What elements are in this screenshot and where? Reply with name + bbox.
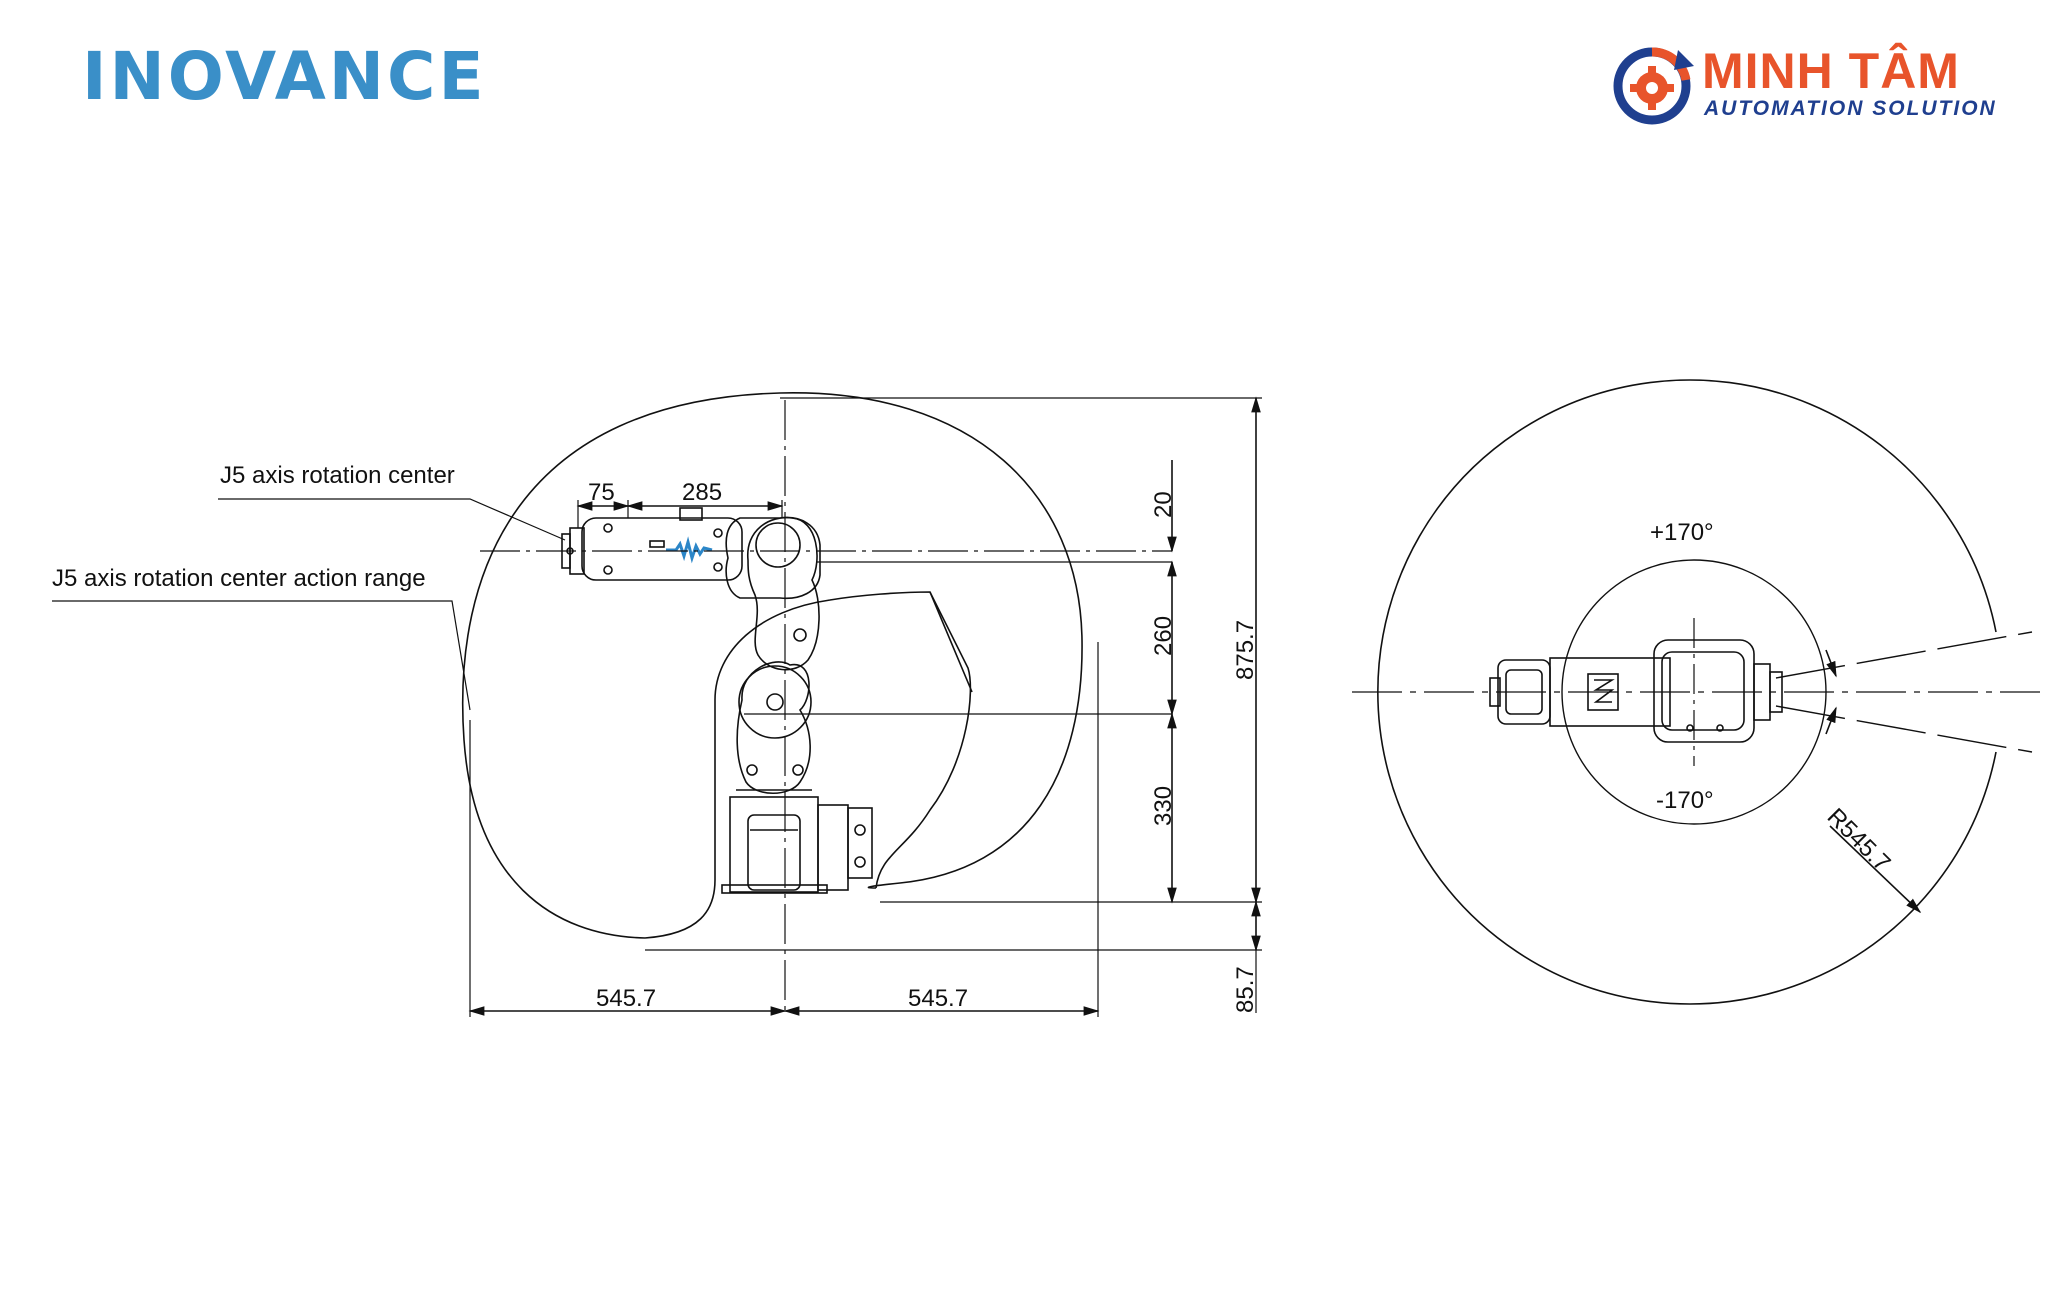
brand-name: MINH TÂM [1702,43,1960,99]
forearm-brand-mark [666,536,713,564]
dim-260: 260 [1150,616,1177,656]
angle-neg-label: -170° [1656,787,1714,814]
dim-545-7-right: 545.7 [908,985,968,1012]
robot-lower-arm [736,661,812,794]
minh-tam-logo: MINH TÂM AUTOMATION SOLUTION [1612,36,2012,132]
angle-pos-label: +170° [1650,519,1714,546]
dim-85-7: 85.7 [1232,966,1259,1013]
dim-875-7: 875.7 [1232,620,1259,680]
dim-330: 330 [1150,786,1177,826]
dim-75: 75 [588,479,615,506]
robot-base [721,789,873,894]
j5-center-label: J5 axis rotation center [220,462,455,489]
side-view [52,392,1262,1017]
inovance-logo: INOVANCE [82,38,487,115]
work-envelope-inner [644,591,972,939]
j5-range-label: J5 axis rotation center action range [52,565,426,592]
robot-upper-arm [747,516,820,671]
dim-545-7-left: 545.7 [596,985,656,1012]
radius-label: R545.7 [1822,803,1896,877]
top-view [1352,379,2040,1005]
robot-forearm [581,507,821,600]
dim-20: 20 [1150,491,1177,518]
dim-285: 285 [682,479,722,506]
robot-top-view [1489,639,1783,743]
gear-logo-icon [1613,47,1694,125]
brand-tagline: AUTOMATION SOLUTION [1704,97,1997,120]
